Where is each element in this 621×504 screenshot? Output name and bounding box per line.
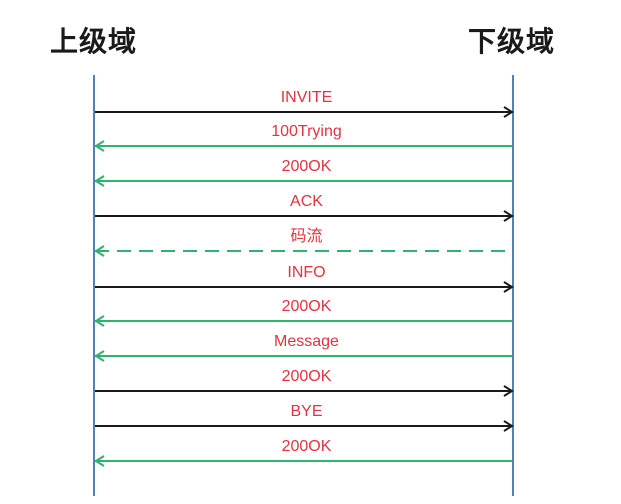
message-label: 200OK — [282, 298, 332, 315]
message-8: 200OK — [95, 368, 514, 397]
arrowhead-icon — [94, 455, 105, 467]
participant-left-label: 上级域 — [50, 25, 138, 58]
message-5: INFO — [95, 264, 514, 293]
message-4: 码流 — [94, 227, 512, 257]
message-label: 200OK — [282, 158, 332, 175]
arrowhead-icon — [503, 385, 514, 397]
arrowhead-icon — [503, 210, 514, 222]
message-3: ACK — [95, 193, 514, 222]
message-label: 200OK — [282, 438, 332, 455]
message-10: 200OK — [94, 438, 512, 467]
message-0: INVITE — [95, 89, 514, 118]
arrowhead-icon — [503, 106, 514, 118]
arrowhead-icon — [503, 281, 514, 293]
message-6: 200OK — [94, 298, 512, 327]
message-2: 200OK — [94, 158, 512, 187]
message-label: 100Trying — [271, 123, 342, 140]
arrowhead-icon — [94, 350, 105, 362]
message-label: BYE — [290, 403, 322, 420]
arrowhead-icon — [94, 245, 105, 257]
message-label: 200OK — [282, 368, 332, 385]
message-label: Message — [274, 333, 339, 350]
arrowhead-icon — [503, 420, 514, 432]
arrowhead-icon — [94, 175, 105, 187]
message-label: INFO — [287, 264, 325, 281]
message-9: BYE — [95, 403, 514, 432]
message-label: INVITE — [281, 89, 333, 106]
message-7: Message — [94, 333, 512, 362]
message-label: ACK — [290, 193, 323, 210]
message-1: 100Trying — [94, 123, 512, 152]
participant-right-label: 下级域 — [468, 25, 556, 58]
arrowhead-icon — [94, 140, 105, 152]
arrowhead-icon — [94, 315, 105, 327]
message-label: 码流 — [290, 227, 322, 245]
